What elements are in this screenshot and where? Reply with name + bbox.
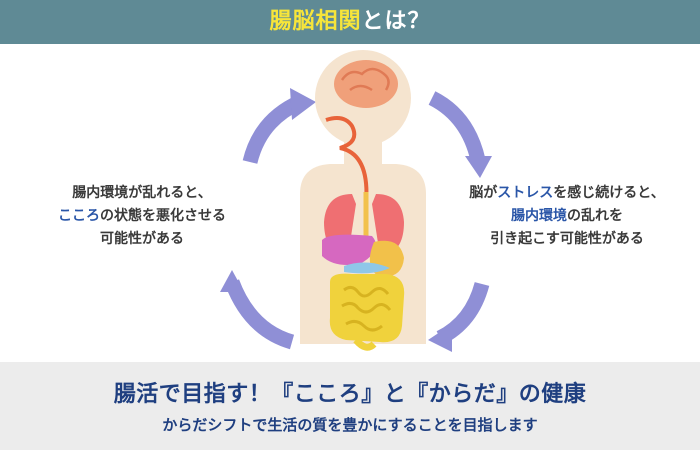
right-text-line1: 脳がストレスを感じ続けると、 [452,182,682,205]
footer-subheading: からだシフトで生活の質を豊かにすることを目指します [162,416,538,434]
right-text-line2-rest: の乱れを [567,208,623,224]
footer-banner: 腸活で目指す！『こころ』と『からだ』の健康 からだシフトで生活の質を豊かにするこ… [0,362,700,450]
human-anatomy-icon [300,50,426,351]
brain-icon [334,60,398,108]
right-text-line2: 腸内環境の乱れを [452,205,682,228]
intestine-icon [329,273,405,351]
cycle-arrow-icon [428,91,492,178]
title-highlight: 腸脳相関 [269,9,362,34]
page-title: 腸脳相関とは？ [0,0,700,44]
cycle-diagram [220,50,492,352]
right-text-emphasis-stress: ストレス [497,185,554,201]
right-text-line1-b: を感じ続けると、 [553,185,665,201]
left-text-line2: こころの状態を悪化させる [42,205,242,228]
right-text-line1-a: 脳が [469,185,498,201]
right-text-emphasis-gut: 腸内環境 [511,208,567,224]
left-text-line1: 腸内環境が乱れると、 [72,185,212,201]
left-text-emphasis: こころ [58,208,100,224]
right-text-line3: 引き起こす可能性がある [490,231,644,247]
cycle-arrow-icon [428,281,490,352]
title-rest: とは？ [361,9,431,34]
cycle-arrow-icon [220,270,295,350]
cycle-arrow-icon [242,88,316,164]
brain-effect-text: 腸内環境が乱れると、 こころの状態を悪化させる 可能性がある [42,182,242,251]
diagram-area: 腸内環境が乱れると、 こころの状態を悪化させる 可能性がある 脳がストレスを感じ… [0,44,700,362]
left-text-line3: 可能性がある [100,231,184,247]
footer-main-heading: 腸活で目指す！『こころ』と『からだ』の健康 [113,382,587,407]
gut-effect-text: 脳がストレスを感じ続けると、 腸内環境の乱れを 引き起こす可能性がある [452,182,682,251]
liver-icon [322,234,376,265]
left-text-line2-rest: の状態を悪化させる [100,208,226,224]
